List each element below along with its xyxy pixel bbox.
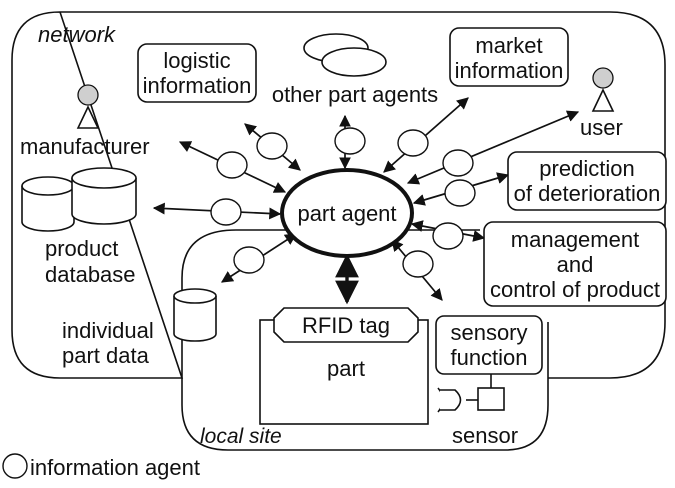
- sensory-function-box: [435, 315, 543, 375]
- part-agent-label: part agent: [297, 201, 396, 226]
- sensor-label: sensor: [452, 423, 518, 448]
- individual-line2: part data: [62, 343, 150, 368]
- user-label: user: [580, 115, 623, 140]
- sensor-icon: [437, 374, 505, 413]
- prediction-box: [507, 151, 667, 211]
- management-line1: management: [511, 227, 639, 252]
- person-icon-manufacturer: [76, 84, 100, 129]
- manufacturer-label: manufacturer: [20, 134, 150, 159]
- information-agent-legend-label: information agent: [30, 455, 200, 480]
- part-agent-node: [280, 168, 414, 258]
- network-label: network: [38, 22, 116, 47]
- part-label: part: [327, 356, 365, 381]
- individual-line1: individual: [62, 318, 154, 343]
- other-part-agents-label: other part agents: [272, 82, 438, 107]
- market-line2: information: [455, 58, 564, 83]
- sensory-line2: function: [450, 345, 527, 370]
- database-icon-small: [173, 288, 217, 342]
- information-agent-legend-icon: [2, 453, 28, 479]
- logistic-line1: logistic: [163, 48, 230, 73]
- prediction-line1: prediction: [539, 156, 634, 181]
- information-agents: [210, 127, 476, 278]
- other-part-agents-icon: [303, 33, 387, 77]
- product-line1: product: [45, 236, 118, 261]
- market-information-box: [449, 27, 569, 87]
- management-box: [483, 221, 667, 307]
- rfid-tag-label: RFID tag: [302, 313, 390, 338]
- management-line3: control of product: [490, 277, 660, 302]
- product-line2: database: [45, 262, 136, 287]
- network-region: [11, 11, 666, 379]
- local-site-label: local site: [200, 425, 282, 448]
- prediction-line2: of deterioration: [514, 181, 661, 206]
- management-line2: and: [557, 252, 594, 277]
- market-line1: market: [475, 33, 542, 58]
- sensory-line1: sensory: [450, 320, 527, 345]
- rfid-tag-box: [273, 307, 419, 343]
- logistic-information-box: [137, 43, 257, 103]
- person-icon-user: [591, 67, 615, 112]
- database-icon: [21, 167, 137, 232]
- logistic-line2: information: [143, 73, 252, 98]
